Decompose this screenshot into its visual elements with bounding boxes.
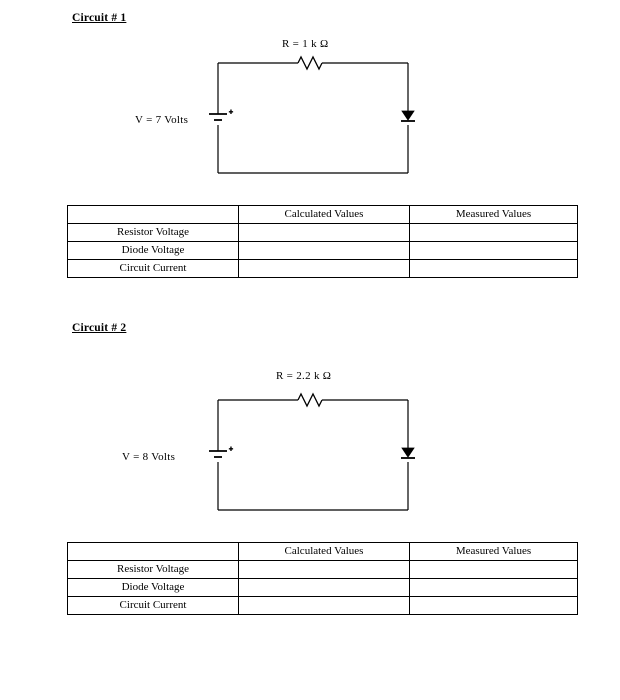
resistor-value-label-1: R = 1 k Ω bbox=[282, 38, 329, 50]
circuit-diagram-2: R = 2.2 k Ω V = 8 Volts + bbox=[70, 370, 550, 512]
circuit-schematic-2: + bbox=[209, 392, 415, 511]
table-row: Diode Voltage bbox=[67, 241, 578, 260]
cell-resistor-voltage-calculated-1[interactable] bbox=[238, 223, 410, 242]
cell-diode-voltage-measured-2[interactable] bbox=[409, 578, 578, 597]
battery-symbol-2: + bbox=[209, 445, 234, 458]
table-header-row-1: Calculated Values Measured Values bbox=[67, 205, 578, 224]
cell-resistor-voltage-measured-2[interactable] bbox=[409, 560, 578, 579]
circuit-diagram-1: R = 1 k Ω V = 7 Volts bbox=[70, 35, 550, 175]
values-table-2: Calculated Values Measured Values Resist… bbox=[67, 542, 578, 615]
resistor-value-label-2: R = 2.2 k Ω bbox=[276, 370, 332, 382]
row-label-diode-voltage-1: Diode Voltage bbox=[67, 241, 239, 260]
section-heading-circuit-1: Circuit # 1 bbox=[72, 12, 127, 24]
table-row: Circuit Current bbox=[67, 596, 578, 615]
diode-symbol-1 bbox=[401, 110, 415, 122]
diode-symbol-2 bbox=[401, 447, 415, 459]
section-heading-circuit-2: Circuit # 2 bbox=[72, 322, 127, 334]
row-label-circuit-current-2: Circuit Current bbox=[67, 596, 239, 615]
cell-resistor-voltage-calculated-2[interactable] bbox=[238, 560, 410, 579]
table-corner-cell-1 bbox=[67, 205, 239, 224]
row-label-diode-voltage-2: Diode Voltage bbox=[67, 578, 239, 597]
row-label-resistor-voltage-1: Resistor Voltage bbox=[67, 223, 239, 242]
cell-circuit-current-measured-1[interactable] bbox=[409, 259, 578, 278]
source-voltage-label-2: V = 8 Volts bbox=[122, 451, 176, 463]
cell-circuit-current-measured-2[interactable] bbox=[409, 596, 578, 615]
row-label-resistor-voltage-2: Resistor Voltage bbox=[67, 560, 239, 579]
cell-diode-voltage-measured-1[interactable] bbox=[409, 241, 578, 260]
source-voltage-label-1: V = 7 Volts bbox=[135, 114, 189, 126]
table-header-calculated-2: Calculated Values bbox=[238, 542, 410, 561]
values-table-1: Calculated Values Measured Values Resist… bbox=[67, 205, 578, 278]
table-header-measured-2: Measured Values bbox=[409, 542, 578, 561]
table-header-calculated-1: Calculated Values bbox=[238, 205, 410, 224]
table-row: Resistor Voltage bbox=[67, 560, 578, 579]
resistor-symbol-1 bbox=[297, 55, 323, 71]
cell-diode-voltage-calculated-1[interactable] bbox=[238, 241, 410, 260]
table-row: Resistor Voltage bbox=[67, 223, 578, 242]
table-corner-cell-2 bbox=[67, 542, 239, 561]
cell-circuit-current-calculated-2[interactable] bbox=[238, 596, 410, 615]
table-row: Circuit Current bbox=[67, 259, 578, 278]
battery-plus-sign-1: + bbox=[229, 108, 233, 116]
row-label-circuit-current-1: Circuit Current bbox=[67, 259, 239, 278]
circuit-schematic-1: + bbox=[209, 55, 415, 174]
table-header-row-2: Calculated Values Measured Values bbox=[67, 542, 578, 561]
table-header-measured-1: Measured Values bbox=[409, 205, 578, 224]
cell-resistor-voltage-measured-1[interactable] bbox=[409, 223, 578, 242]
cell-circuit-current-calculated-1[interactable] bbox=[238, 259, 410, 278]
table-row: Diode Voltage bbox=[67, 578, 578, 597]
battery-symbol-1: + bbox=[209, 108, 234, 121]
battery-plus-sign-2: + bbox=[229, 445, 233, 453]
resistor-symbol-2 bbox=[297, 392, 323, 408]
cell-diode-voltage-calculated-2[interactable] bbox=[238, 578, 410, 597]
